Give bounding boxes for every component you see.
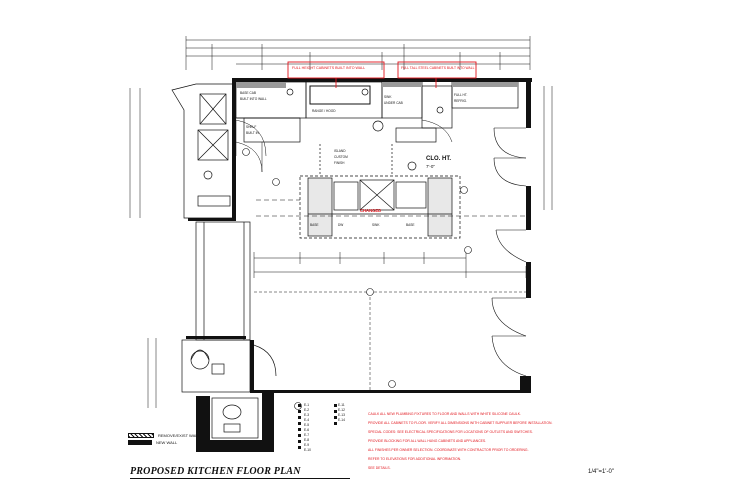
legend-label: NEW WALL: [156, 440, 178, 445]
closet-label: CLO. HT.: [426, 156, 451, 162]
drawing-scale: 1/4"=1'-0": [588, 469, 614, 475]
schedule-item: E-6: [304, 428, 310, 432]
schedule-item: E-14: [338, 418, 345, 422]
note: ALL FINISHES PER OWNER SELECTION. COORDI…: [368, 447, 529, 452]
svg-text:UNDER CAB: UNDER CAB: [384, 101, 403, 105]
legend-label: REMOVE/EXIST WALL: [158, 433, 200, 438]
legend-item: NEW WALL: [128, 439, 200, 446]
hatch-swatch: [128, 433, 154, 439]
schedule-item: E-3: [304, 413, 310, 417]
svg-text:FINISH: FINISH: [334, 161, 345, 165]
red-callout-left: FULL HEIGHT CABINETS BUILT INTO WALL: [292, 66, 365, 70]
schedule-item: E-7: [304, 433, 310, 437]
note: SPECIAL CODES: SEE ELECTRICAL SPECIFICAT…: [368, 429, 533, 434]
wall-legend: REMOVE/EXIST WALL NEW WALL: [128, 432, 200, 446]
svg-text:BASE CAB: BASE CAB: [240, 91, 256, 95]
red-callout-right: FULL TALL STEEL CABINETS BUILT INTO WALL: [401, 66, 475, 70]
svg-text:BASE: BASE: [406, 223, 415, 227]
schedule-item: E-13: [338, 413, 345, 417]
svg-text:DW: DW: [338, 223, 343, 227]
svg-text:SINK: SINK: [372, 223, 380, 227]
schedule-item: E-5: [304, 423, 310, 427]
svg-text:BASE: BASE: [310, 223, 319, 227]
general-notes: CAULK ALL NEW PLUMBING FIXTURES TO FLOOR…: [368, 412, 588, 475]
schedule-item: E-10: [304, 448, 311, 452]
schedule-item: E-1: [304, 403, 310, 407]
note: SEE DETAILS.: [368, 465, 391, 470]
note: CAULK ALL NEW PLUMBING FIXTURES TO FLOOR…: [368, 412, 521, 416]
svg-text:SHELF: SHELF: [246, 125, 256, 129]
note: PROVIDE BLOCKING FOR ALL WALL HUNG CABIN…: [368, 438, 487, 443]
solid-swatch: [128, 440, 152, 446]
schedule-item: E-11: [338, 403, 345, 407]
svg-text:FULL HT.: FULL HT.: [454, 93, 467, 97]
note: PROVIDE ALL CABINETS TO FLOOR. VERIFY AL…: [368, 420, 553, 425]
schedule-item: E-12: [338, 408, 345, 412]
drawing-title: PROPOSED KITCHEN FLOOR PLAN: [130, 466, 350, 479]
svg-text:REFRIG.: REFRIG.: [454, 99, 467, 103]
closet-dimension: 7'-0": [426, 164, 435, 169]
schedule-item: E-8: [304, 438, 310, 442]
note: REFER TO ELEVATIONS FOR ADDITIONAL INFOR…: [368, 456, 462, 461]
svg-text:RANGE / HOOD: RANGE / HOOD: [312, 109, 336, 113]
svg-text:ISLAND: ISLAND: [334, 149, 346, 153]
schedule-item: E-2: [304, 408, 310, 412]
fixture-schedule-secondary: E-11 E-12 E-13 E-14: [338, 403, 378, 423]
svg-text:SINK: SINK: [384, 95, 392, 99]
red-callout-island: CHANGED: [360, 208, 381, 213]
svg-text:BUILT INTO WALL: BUILT INTO WALL: [240, 97, 267, 101]
svg-text:BUILT IN: BUILT IN: [246, 131, 260, 135]
schedule-item: E-9: [304, 443, 310, 447]
schedule-item: E-4: [304, 418, 310, 422]
svg-text:CUSTOM: CUSTOM: [334, 155, 348, 159]
legend-item: REMOVE/EXIST WALL: [128, 432, 200, 439]
fixture-schedule: E-1 E-2 E-3 E-4 E-5 E-6 E-7 E-8 E-9 E-10: [304, 403, 364, 453]
